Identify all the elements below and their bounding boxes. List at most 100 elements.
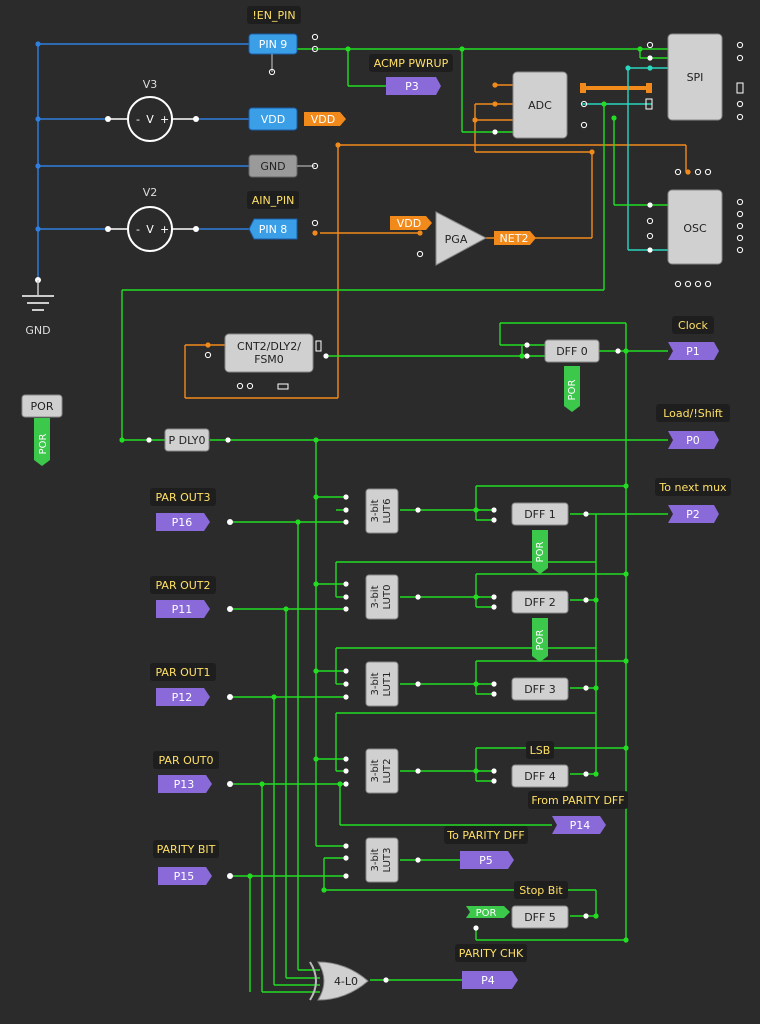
xor-text: 4-L0 [334,975,358,988]
dff0-block[interactable] [524,339,621,363]
stop-bit-label: Stop Bit [519,884,563,897]
lut3-block[interactable] [343,837,421,883]
por-dff1-tag [532,530,548,574]
dff3-block[interactable] [491,677,589,701]
xor-gate[interactable] [309,961,389,1001]
gnd-block[interactable] [248,154,319,178]
ain-pin-label: AIN_PIN [252,194,295,207]
osc-text: OSC [683,222,707,235]
voltmeter-v2[interactable] [105,206,199,252]
from-parity-dff-label: From PARITY DFF [531,794,624,807]
v2-label: V2 [143,186,158,199]
dff4-block[interactable] [491,764,589,788]
por-left-block[interactable] [21,394,63,466]
load-shift-label: Load/!Shift [663,407,723,420]
tag-p14[interactable] [552,816,606,834]
dff5-text: DFF 5 [524,911,556,924]
osc-block[interactable] [646,168,744,288]
clock-label: Clock [678,319,709,332]
tag-p14-text: P14 [570,819,591,832]
v2-minus: - [136,223,140,236]
por-dff0-text: POR [567,380,578,401]
gnd-label: GND [25,324,50,337]
tag-vdd-out[interactable] [304,112,346,126]
to-next-mux-label: To next mux [658,481,727,494]
dff4-text: DFF 4 [524,770,556,783]
vdd-text: VDD [261,113,285,126]
tag-vdd-in-text: VDD [397,217,421,230]
tag-p15[interactable] [158,867,212,885]
tag-p11-text: P11 [172,603,193,616]
tag-p5[interactable] [460,851,514,869]
tag-p13[interactable] [158,775,212,793]
tag-p15-text: P15 [174,870,195,883]
p11-out-dot [227,606,233,612]
lut3-bits: 3-bit [370,848,381,871]
lut6-block[interactable] [343,488,421,534]
par-out2-label: PAR OUT2 [155,579,210,592]
lut2-block[interactable] [343,748,421,794]
adc-block[interactable] [492,71,588,139]
lut0-text: LUT0 [382,585,393,610]
par-out3-label: PAR OUT3 [155,491,210,504]
vdd-block[interactable] [248,107,298,131]
gnd-symbol [22,277,54,311]
pdly0-block[interactable] [146,428,231,452]
p16-out-dot [227,519,233,525]
tag-p4-text: P4 [481,974,495,987]
v3-plus: + [160,113,169,126]
tag-p11[interactable] [156,600,210,618]
tag-net2[interactable] [494,231,536,245]
dff5-block[interactable] [473,905,589,931]
tag-p12-text: P12 [172,691,193,704]
parity-chk-label: PARITY CHK [459,947,524,960]
voltmeter-v3[interactable] [105,96,199,142]
pin9-text: PIN 9 [259,38,288,51]
pin8-block[interactable] [248,218,319,240]
to-parity-dff-label: To PARITY DFF [446,829,524,842]
lut1-bits: 3-bit [370,672,381,695]
pga-block[interactable] [416,211,488,266]
v3-label: V3 [143,78,158,91]
dff1-block[interactable] [491,502,589,526]
tag-vdd-in[interactable] [390,216,432,230]
tag-net2-text: NET2 [500,232,529,245]
cnt-text-line2: FSM0 [254,353,284,366]
tag-p0[interactable] [668,431,719,449]
por-dff0-tag [564,366,580,412]
adc-text: ADC [528,99,552,112]
dff2-text: DFF 2 [524,596,556,609]
en-pin-label: !EN_PIN [252,9,295,22]
tag-p13-text: P13 [174,778,195,791]
cnt2-fsm0-block[interactable] [204,333,329,390]
por-dff1-text: POR [535,542,546,563]
por-dff5-text: POR [476,908,497,919]
p12-out-dot [227,694,233,700]
tag-p3-text: P3 [405,80,419,93]
tag-p2[interactable] [668,505,719,523]
por-dff5-tag [466,906,510,918]
tag-p2-text: P2 [686,508,700,521]
tag-p12[interactable] [156,688,210,706]
par-out0-label: PAR OUT0 [158,754,213,767]
cnt-text-line1: CNT2/DLY2/ [237,340,301,353]
spi-block[interactable] [645,33,744,121]
dff2-block[interactable] [491,590,589,614]
tag-p1[interactable] [668,342,719,360]
acmp-pwrup-label: ACMP PWRUP [374,57,449,70]
por-dff2-text: POR [535,630,546,651]
lut0-block[interactable] [343,574,421,620]
tag-p4[interactable] [462,971,518,989]
dff0-text: DFF 0 [556,345,588,358]
pin9-block[interactable] [248,33,319,76]
lut1-block[interactable] [343,661,421,707]
dff1-text: DFF 1 [524,508,556,521]
tag-p3[interactable] [386,77,441,95]
blue-wires [37,43,250,280]
p15-out-dot [227,873,233,879]
junction-dots [35,41,643,943]
tag-p16[interactable] [156,513,210,531]
pin8-text: PIN 8 [259,223,288,236]
lsb-label: LSB [530,744,551,757]
